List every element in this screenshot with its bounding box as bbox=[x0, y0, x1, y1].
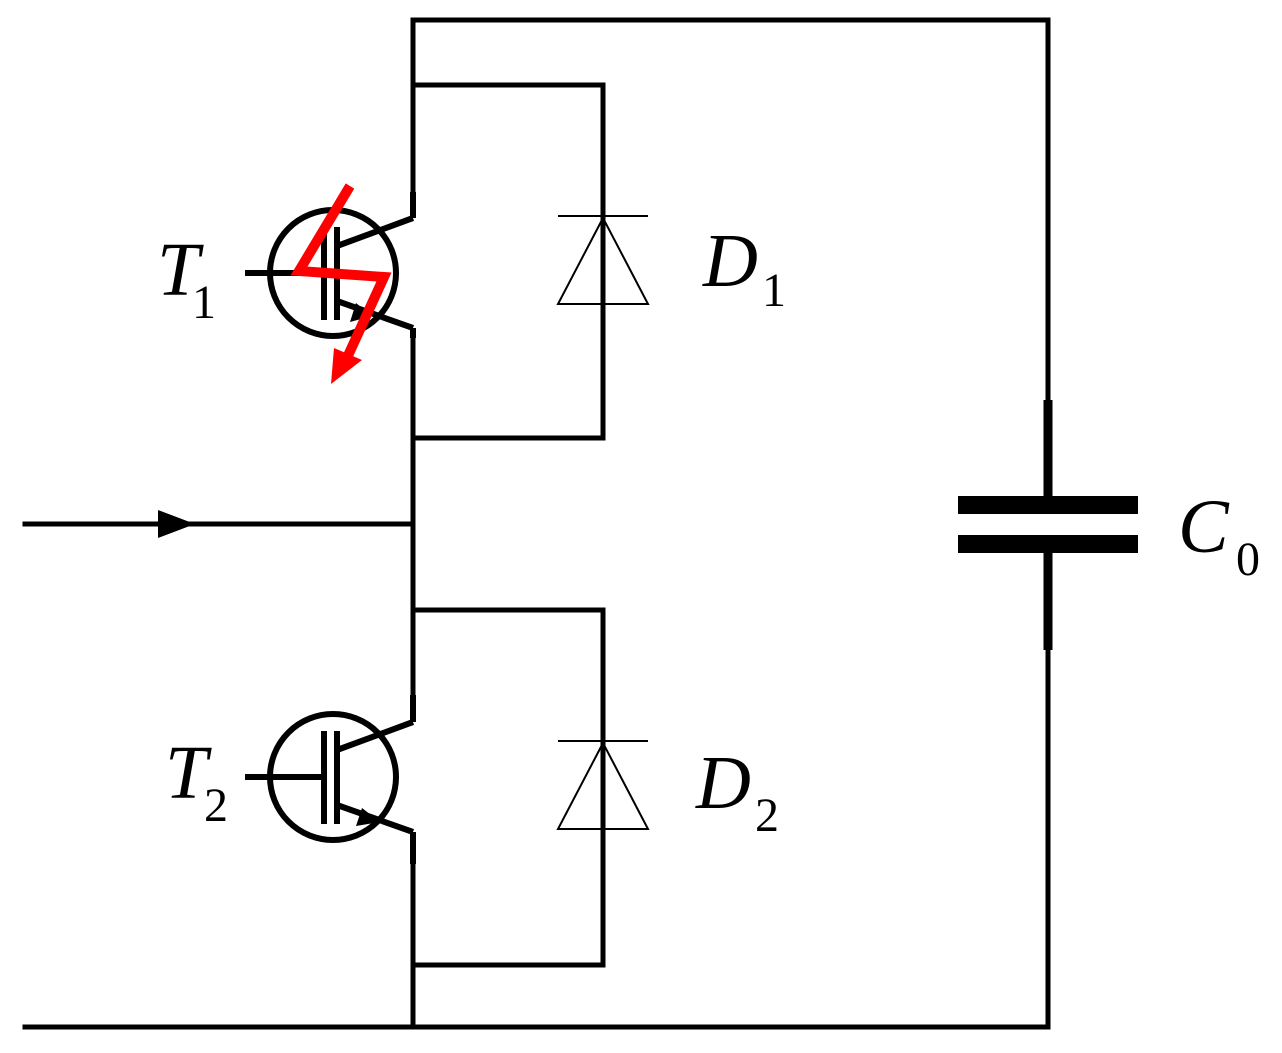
t1-collector-lead bbox=[335, 215, 415, 249]
label-t2: T 2 bbox=[165, 731, 228, 832]
fault-lightning-icon bbox=[290, 183, 392, 384]
input-arrow-icon bbox=[158, 510, 195, 538]
capacitor-c0-symbol bbox=[958, 400, 1138, 650]
label-d2-subscript: 2 bbox=[755, 789, 779, 842]
d2-loop-wire bbox=[410, 607, 606, 968]
c0-plate-bottom bbox=[958, 535, 1138, 553]
label-c0-subscript: 0 bbox=[1236, 533, 1260, 586]
label-d1: D 1 bbox=[702, 219, 786, 317]
label-d1-letter: D bbox=[702, 219, 758, 303]
label-c0: C 0 bbox=[1178, 485, 1260, 586]
label-d1-subscript: 1 bbox=[762, 264, 786, 317]
top-rail-wire bbox=[410, 17, 1051, 403]
t2-collector-lead bbox=[335, 719, 415, 753]
label-t1: T 1 bbox=[157, 228, 216, 329]
wiring bbox=[22, 17, 1051, 1030]
label-t1-subscript: 1 bbox=[192, 276, 216, 329]
diode-d2-symbol bbox=[556, 740, 650, 830]
t2-emitter-arrow-icon bbox=[356, 808, 380, 826]
label-d2: D 2 bbox=[695, 741, 779, 842]
c0-plate-top bbox=[958, 496, 1138, 514]
transistor-t2-symbol bbox=[245, 695, 416, 864]
d1-loop-wire bbox=[410, 82, 606, 441]
label-t1-letter: T bbox=[157, 228, 204, 312]
bottom-rail-wire bbox=[22, 647, 1051, 1030]
label-c0-letter: C bbox=[1178, 485, 1230, 569]
diode-d1-symbol bbox=[556, 215, 650, 305]
label-t2-letter: T bbox=[165, 731, 212, 815]
label-d2-letter: D bbox=[695, 741, 751, 825]
t1-emitter-lead bbox=[335, 298, 415, 331]
label-t2-subscript: 2 bbox=[204, 779, 228, 832]
